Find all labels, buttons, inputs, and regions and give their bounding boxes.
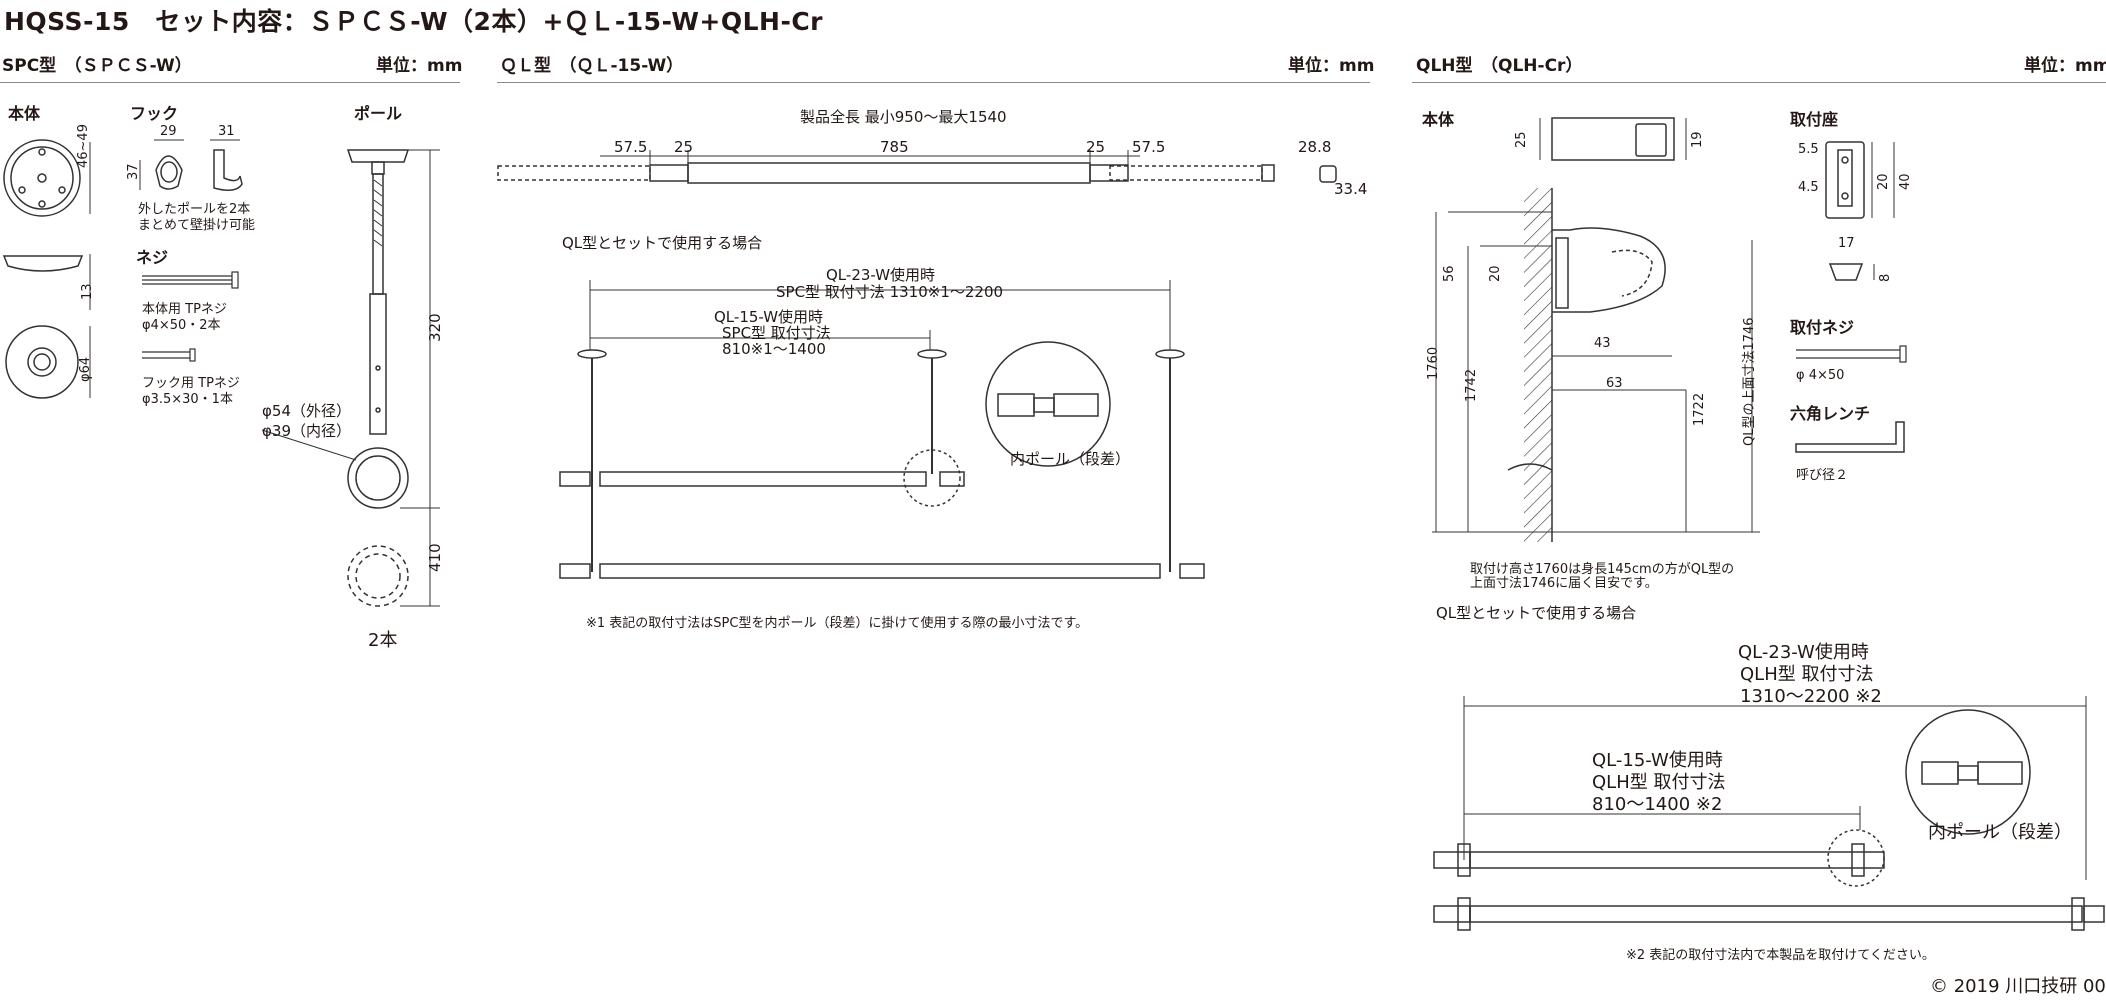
qlh-d17: 17 — [1838, 236, 1855, 251]
ql-d6: 28.8 — [1298, 138, 1332, 156]
qlh-note-2: 上面寸法1746に届く目安です。 — [1470, 576, 1658, 591]
spc-body-label: 本体 — [8, 104, 41, 123]
ql-inner-pole: 内ポール（段差） — [1010, 450, 1131, 468]
qlh-wrench-label: 六角レンチ — [1790, 404, 1871, 423]
dim-37: 37 — [126, 163, 141, 180]
qlh-d19: 19 — [1690, 131, 1705, 148]
spc-body-bottom-view — [5, 325, 91, 399]
copyright: © 2019 川口技研 00 — [1930, 976, 2106, 997]
qlh-d1746: QL型の上面寸法1746 — [1742, 317, 1757, 446]
spc-body-top-view — [3, 139, 91, 217]
ql-total-length: 製品全長 最小950～最大1540 — [800, 108, 1007, 126]
qlh-inner-pole: 内ポール（段差） — [1928, 822, 2072, 843]
dim-46-49: 46~49 — [76, 124, 91, 168]
spc-body-side-view — [2, 254, 91, 310]
qlh-set-drawing — [1433, 696, 2105, 931]
ql-unit: 単位：mm — [1288, 56, 1375, 76]
spc-pole-label: ポール — [354, 104, 403, 123]
ql-d1: 57.5 — [614, 138, 648, 156]
dim-64: φ64 — [78, 356, 93, 382]
dim-31: 31 — [218, 124, 235, 139]
dim-320: 320 — [426, 313, 444, 342]
qlh-screw — [1796, 345, 1907, 363]
screw2-name: フック用 TPネジ — [142, 376, 240, 391]
dim-13: 13 — [80, 283, 95, 300]
qlh-d20b: 20 — [1488, 265, 1503, 282]
qlh-unit: 単位：mm — [2024, 56, 2106, 76]
ql-d7: 33.4 — [1334, 180, 1368, 198]
qlh-wrench-size: 呼び径２ — [1796, 468, 1849, 483]
qlh-d56: 56 — [1442, 265, 1457, 282]
ql-d3: 785 — [880, 138, 909, 156]
qlh-d1742: 1742 — [1464, 368, 1479, 402]
qlh-15-line3: 810～1400 ※2 — [1592, 794, 1723, 815]
ql-pole-top — [497, 150, 1337, 184]
qlh-wall-section — [1432, 188, 1760, 542]
hook-note-1: 外したポールを2本 — [138, 202, 251, 217]
ql-heading: ＱＬ型 （ＱＬ-15-W） — [500, 56, 684, 76]
spc-qty: 2本 — [368, 630, 398, 651]
qlh-note-1: 取付け高さ1760は身長145cmの方がQL型の — [1470, 562, 1735, 577]
ql-footnote: ※1 表記の取付寸法はSPC型を内ポール（段差）に掛けて使用する際の最小寸法です… — [586, 616, 1089, 631]
qlh-23-line1: QL-23-W使用時 — [1738, 642, 1869, 663]
hex-wrench — [1795, 421, 1905, 453]
qlh-screw-size: φ 4×50 — [1796, 368, 1845, 383]
dim-inner: φ39（内径） — [262, 422, 351, 440]
qlh-23-line2: QLH型 取付寸法 — [1740, 664, 1874, 685]
qlh-body-top-view — [1539, 117, 1687, 161]
qlh-heading: QLH型 （QLH-Cr） — [1416, 56, 1583, 76]
spc-pole — [261, 149, 440, 607]
qlh-d20: 20 — [1876, 173, 1891, 190]
hook-drawing — [139, 139, 243, 191]
spc-divider — [0, 82, 460, 83]
qlh-d8: 8 — [1878, 273, 1893, 282]
dim-29: 29 — [160, 124, 177, 139]
ql-set-title: QL型とセットで使用する場合 — [562, 234, 763, 252]
spc-hook-label: フック — [130, 104, 179, 123]
spc-heading: SPC型 （ＳＰＣＳ-W） — [2, 56, 192, 76]
ql-d4: 25 — [1086, 138, 1106, 156]
qlh-screw-label: 取付ネジ — [1790, 318, 1855, 337]
ql-23-line1: QL-23-W使用時 — [826, 266, 936, 284]
ql-15-line3: 810※1～1400 — [722, 340, 826, 358]
spc-screw-label: ネジ — [136, 248, 169, 267]
page-title: HQSS-15 セット内容：ＳＰＣＳ-W（2本）+ＱＬ-15-W+QLH-Cr — [4, 7, 824, 36]
qlh-d25: 25 — [1514, 131, 1529, 148]
dim-outer: φ54（外径） — [262, 402, 351, 420]
ql-d5: 57.5 — [1132, 138, 1166, 156]
qlh-divider — [1412, 82, 2106, 83]
qlh-d55: 5.5 — [1798, 142, 1819, 157]
ql-15-line1: QL-15-W使用時 — [714, 308, 824, 326]
hook-note-2: まとめて壁掛け可能 — [138, 218, 256, 233]
ql-set-drawing — [559, 280, 1205, 579]
qlh-body-label: 本体 — [1422, 110, 1455, 129]
ql-d2: 25 — [674, 138, 694, 156]
qlh-15-line1: QL-15-W使用時 — [1592, 750, 1723, 771]
spc-unit: 単位：mm — [376, 56, 463, 76]
screw1-size: φ4×50・2本 — [142, 318, 221, 333]
ql-divider — [497, 82, 1370, 83]
screw-short — [142, 348, 196, 362]
qlh-set-title: QL型とセットで使用する場合 — [1436, 604, 1637, 622]
qlh-23-line3: 1310～2200 ※2 — [1740, 686, 1882, 707]
ql-15-line2: SPC型 取付寸法 — [722, 324, 831, 342]
qlh-d40: 40 — [1898, 173, 1913, 190]
qlh-d1760: 1760 — [1426, 346, 1441, 380]
qlh-d43: 43 — [1594, 336, 1611, 351]
qlh-mount-label: 取付座 — [1790, 110, 1839, 129]
qlh-footnote: ※2 表記の取付寸法内で本製品を取付けてください。 — [1626, 948, 1935, 963]
qlh-mount-plate — [1825, 141, 1895, 281]
qlh-d1722: 1722 — [1692, 392, 1707, 426]
qlh-d45: 4.5 — [1798, 180, 1819, 195]
screw2-size: φ3.5×30・1本 — [142, 392, 233, 407]
screw1-name: 本体用 TPネジ — [142, 302, 227, 317]
dim-410: 410 — [426, 543, 444, 572]
qlh-d63: 63 — [1606, 376, 1623, 391]
screw-long — [142, 271, 239, 289]
qlh-15-line2: QLH型 取付寸法 — [1592, 772, 1726, 793]
ql-23-line2: SPC型 取付寸法 1310※1～2200 — [776, 283, 1004, 301]
